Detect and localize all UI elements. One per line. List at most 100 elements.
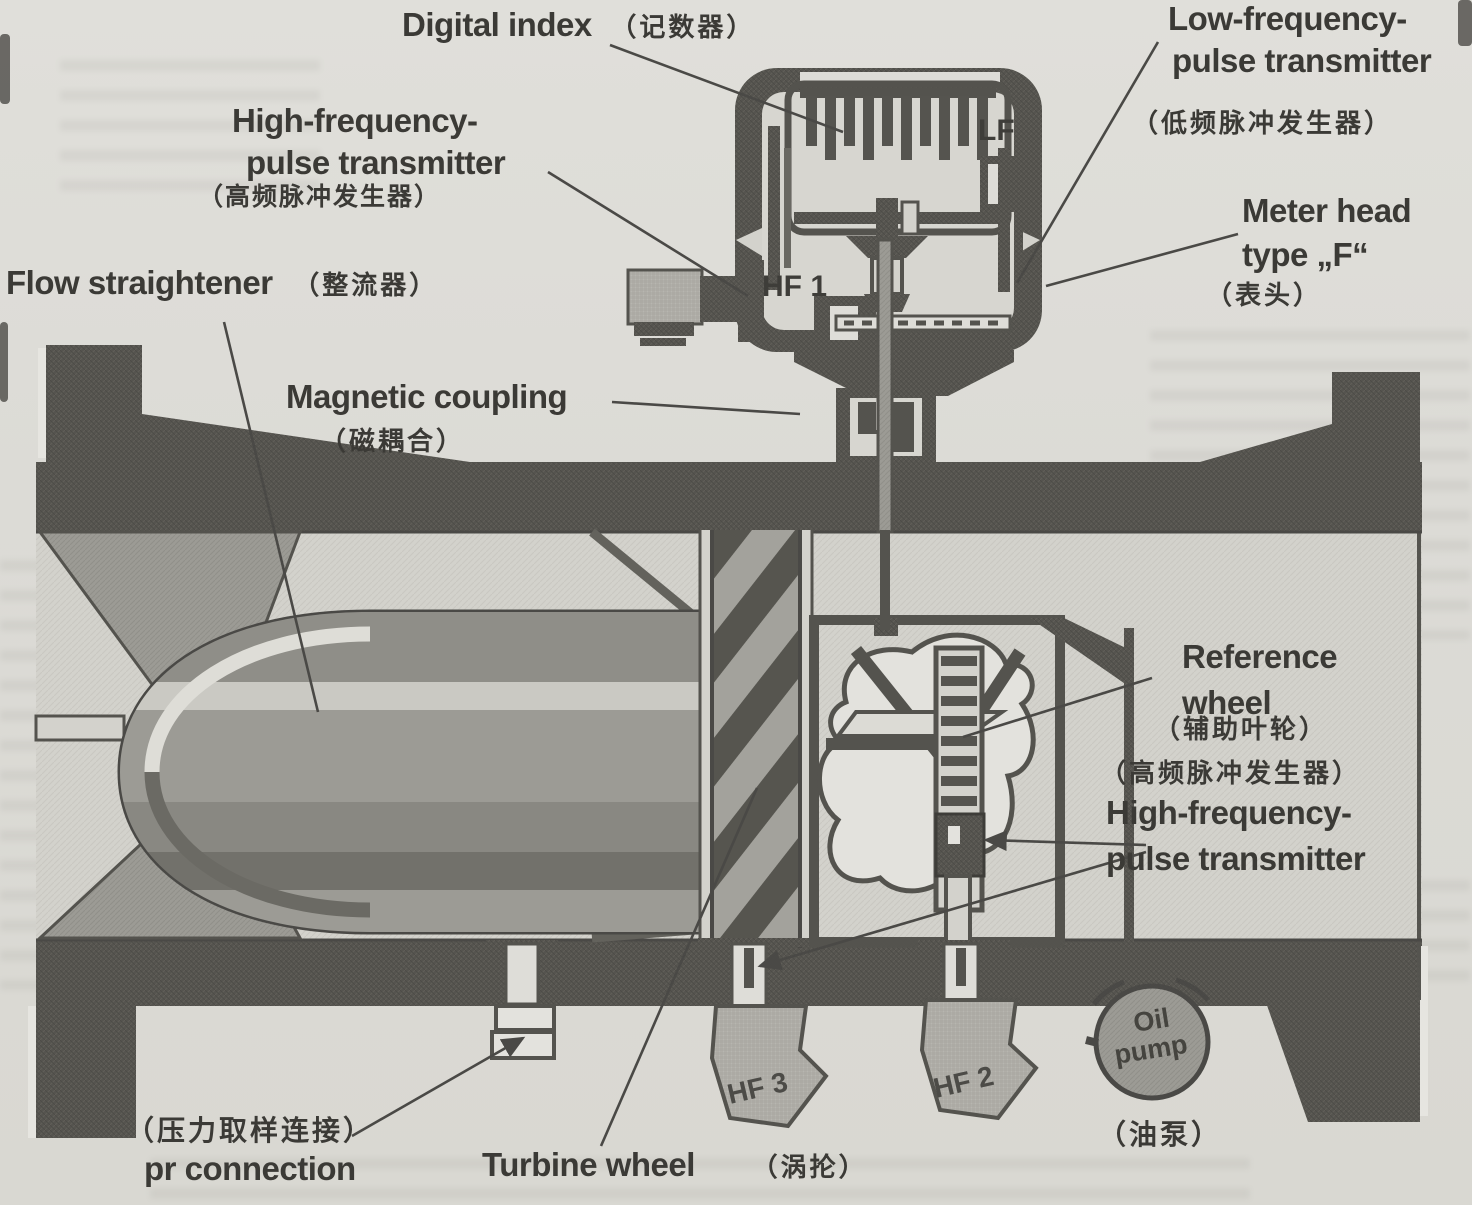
label-low-frequency-zh: （低频脉冲发生器） [1132,108,1394,138]
mechanism-outer-wall [1124,628,1134,942]
mechanism-bar [826,738,952,750]
label-low-frequency-line2: pulse transmitter [1172,42,1432,79]
drive-shaft-lower [880,530,890,630]
label-turbine-wheel: Turbine wheel （涡抡） [482,1146,868,1183]
oil-pump-arc-right [1175,977,1210,1002]
index-plate-left2 [784,148,791,268]
index-plate-left [768,126,780,290]
label-low-frequency-line1: Low-frequency- [1168,0,1407,37]
hf-sensor-slot [948,826,960,844]
label-meter-head-zh: （表头） [1206,280,1323,310]
outlet-flange-bottom-face [1420,946,1428,1116]
oil-pump-arc-left [1092,979,1125,1006]
label-reference-wheel-line1: Reference [1182,638,1338,675]
digital-index-bar [800,88,996,98]
label-high-frequency-top-zh: （高频脉冲发生器） [198,183,442,211]
label-pr-connection-zh: （压力取样连接） [126,1115,375,1146]
lf-sensor-slot [988,164,998,204]
scan-smudge [1458,0,1472,46]
label-flow-straightener-zh: （整流器） [293,270,439,300]
cable-gland-body [626,268,704,326]
oil-pump-text-line1: Oil [1131,1003,1171,1038]
hf3-boot [709,1004,829,1129]
label-high-frequency-bottom-line2: pulse transmitter [1106,840,1366,877]
leader-lines [222,41,1239,1147]
bottom-fittings [486,940,1211,1129]
pipe-top-left-shoulder [46,414,470,462]
turbine-blades [710,526,802,948]
inlet-centre-rod [34,714,126,742]
meter-head-bell [770,462,1088,530]
label-high-frequency-bottom-line1: High-frequency- [1106,794,1352,831]
marker-hf1: HF 1 [762,270,827,303]
meter-head [626,68,1088,630]
inlet-flange-bottom [36,1006,136,1138]
cone-shading [120,612,798,932]
pipe-top-right-shoulder [1200,424,1332,462]
leader-turbine-wheel [599,787,759,1147]
label-meter-head-line2: type „F“ [1242,236,1369,273]
leader-pr-connection [351,1036,526,1138]
turbine-wheel-band [698,520,814,948]
gear-hub2 [900,200,920,236]
hf2-boot [919,998,1039,1121]
scan-smudge [0,322,8,402]
outlet-flange-bottom [1244,940,1420,1122]
leader-hf-rack-sensor [983,830,1147,852]
cable-gland-mount [738,260,764,342]
cable-gland-coupler [700,276,740,322]
support-vane-top [589,528,697,620]
drive-shaft [876,238,894,534]
inlet-flange-bottom-face [28,1006,36,1138]
leader-high-frequency-top [547,170,749,298]
leader-magnetic-coupling [611,400,801,416]
label-meter-head-line1: Meter head [1242,192,1412,229]
flow-straightener-cone [117,609,801,935]
leader-hf-bottom-sensor [757,850,1147,971]
label-oil-pump-zh: （油泵） [1098,1119,1223,1150]
oil-pump-stub [1085,1036,1099,1047]
label-digital-index-en: Digital index [402,6,592,43]
leader-low-frequency [1015,41,1160,284]
gear-hub [876,198,898,238]
pr-fitting-nut2 [490,1030,556,1060]
label-digital-index: Digital index （记数器） [402,6,756,43]
inlet-flange-face [38,348,46,458]
turbine-cap-top [698,520,814,530]
label-magnetic-coupling-zh: （磁耦合） [320,426,466,456]
label-high-frequency-top-line2: pulse transmitter [246,144,506,181]
meter-head-neck [794,350,1014,396]
mechanism-top-slope [1030,618,1134,690]
label-reference-wheel-line2: wheel [1182,684,1272,721]
label-digital-index-zh: （记数器） [610,12,756,42]
marker-lf: LF [978,114,1015,147]
label-flow-straightener: Flow straightener （整流器） [6,264,439,301]
hf-sensor-block [934,812,986,878]
cable-gland-base [640,338,686,346]
leader-meter-head [1045,232,1239,288]
leader-digital-index [609,43,844,134]
label-high-frequency-bottom-zh: （高频脉冲发生器） [1100,758,1362,788]
outlet-flange-top [1332,372,1420,464]
reference-wheel-teeth [941,656,977,806]
label-turbine-wheel-zh: （涡抡） [751,1152,868,1182]
inlet-flange-top [46,345,142,465]
label-flow-straightener-en: Flow straightener [6,264,273,301]
label-turbine-wheel-en: Turbine wheel [482,1146,695,1183]
leader-flow-straightener [222,321,320,713]
pr-fitting-nut1 [494,1004,556,1032]
label-reference-wheel-zh: （辅助叶轮） [1154,714,1329,744]
leader-reference-wheel [962,676,1153,739]
label-magnetic-coupling-en: Magnetic coupling [286,378,568,415]
lf-sensor-block [980,156,1018,212]
label-pr-connection-en: pr connection [144,1150,356,1187]
hf2-sensor-rod [956,948,966,986]
scan-smudge [0,34,10,104]
cable-gland-foot [634,322,694,336]
index-plate-right2 [1014,138,1023,300]
housing-notch-left [736,228,762,256]
pr-wall-slot [504,942,540,1006]
label-high-frequency-top-line1: High-frequency- [232,102,478,139]
